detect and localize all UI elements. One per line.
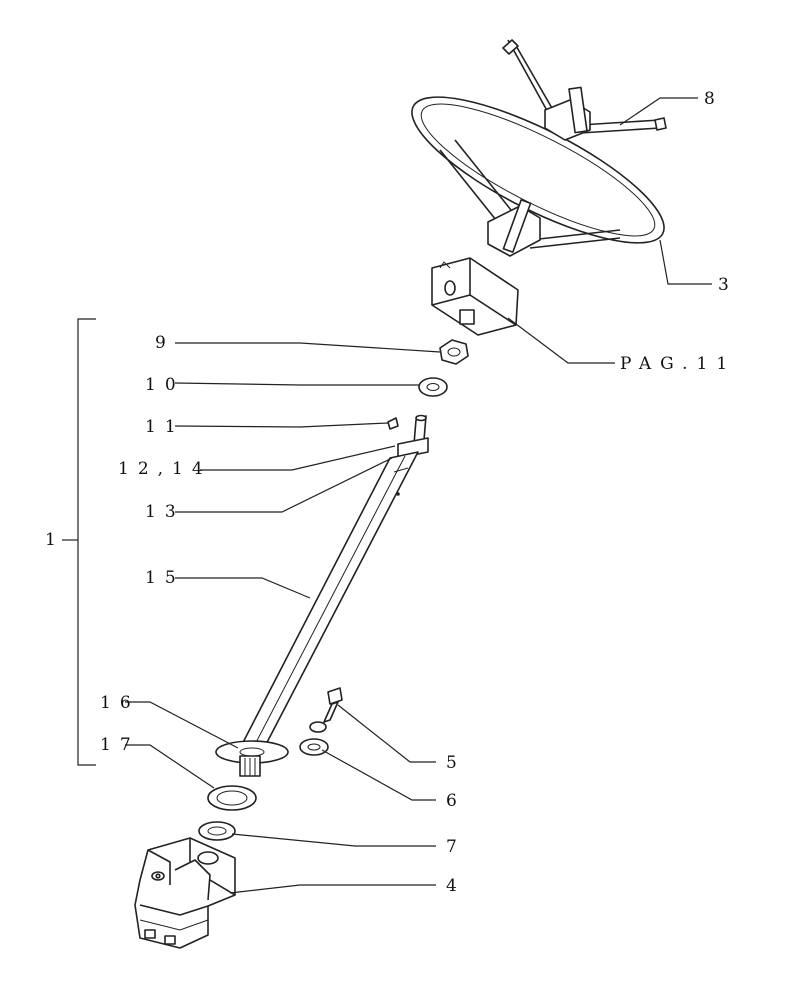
callout-labels: 8 3 PAG.11 9 10 11 12,14 13 1 15 16 17 5… [45, 89, 736, 896]
assembly-1-bracket [62, 318, 96, 766]
callout-3: 3 [718, 275, 734, 295]
bolt [323, 687, 343, 723]
callout-9: 9 [155, 333, 171, 353]
hex-nut [439, 339, 469, 365]
callout-8: 8 [704, 89, 720, 109]
leader-lines [125, 97, 712, 894]
callout-7: 7 [446, 837, 462, 857]
steering-unit [134, 837, 236, 949]
callout-15: 15 [145, 568, 185, 588]
washer [418, 377, 448, 397]
steering-adaptor [431, 257, 519, 336]
callout-16: 16 [100, 693, 140, 713]
callout-13: 13 [145, 502, 185, 522]
callout-1: 1 [45, 530, 61, 550]
callout-pag-11: PAG.11 [620, 354, 736, 374]
steering-wheel [411, 39, 667, 257]
callout-10: 10 [145, 375, 185, 395]
callout-12-14: 12,14 [118, 459, 212, 479]
callout-4: 4 [446, 876, 462, 896]
key [387, 417, 399, 430]
callout-6: 6 [446, 791, 462, 811]
callout-5: 5 [446, 753, 462, 773]
seal-ring [207, 785, 257, 811]
callout-11: 11 [145, 417, 185, 437]
lock-washer [309, 721, 327, 733]
thrust-washer [198, 821, 236, 841]
flange-washer [299, 738, 329, 756]
callout-17: 17 [100, 735, 140, 755]
